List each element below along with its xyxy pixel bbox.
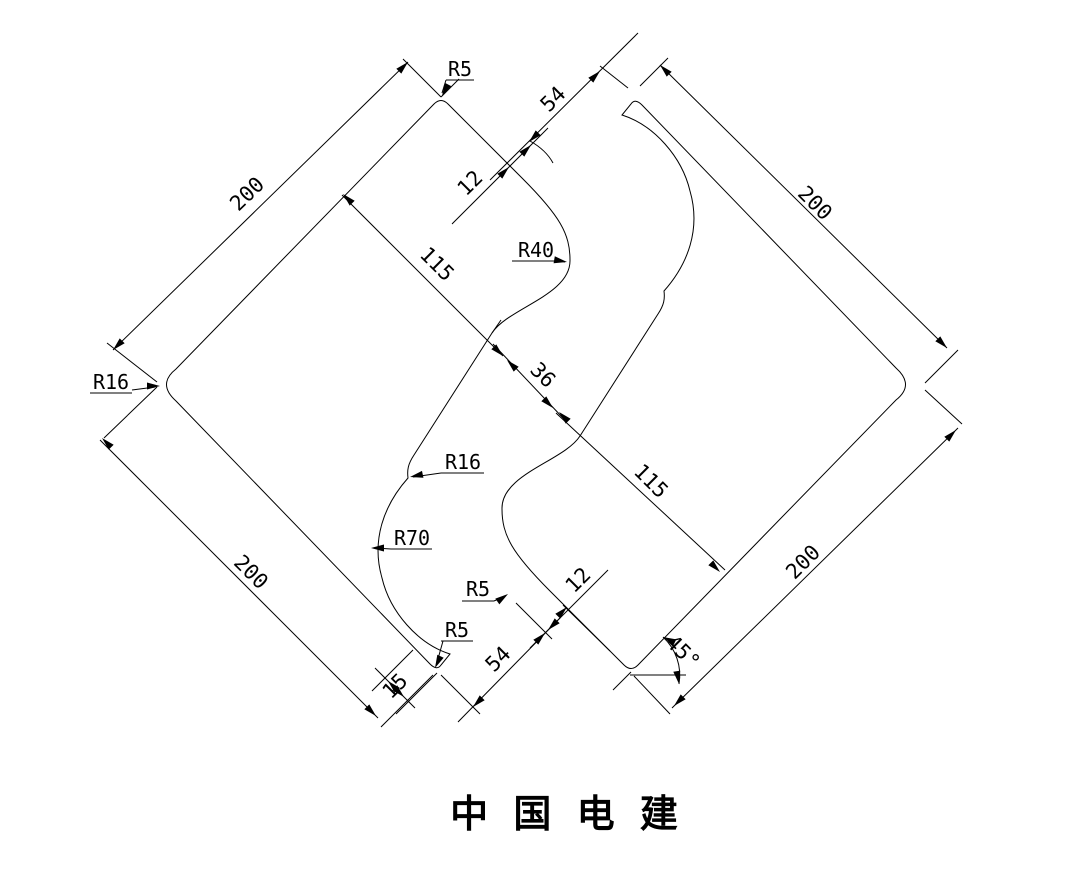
extension-lines — [103, 57, 963, 728]
dim-label-115-right: 115 — [629, 459, 673, 503]
dim-label-200-top-left: 200 — [225, 172, 269, 216]
dim-label-15-bottom: 15 — [378, 669, 413, 704]
radius-label-r5-middle: R5 — [466, 577, 490, 601]
angle-dimension-arc — [662, 636, 681, 685]
dim-label-200-top-right: 200 — [793, 181, 837, 225]
radius-label-r16-middle: R16 — [445, 450, 481, 474]
dim-200-bottom-right-line — [671, 427, 959, 709]
dim-label-115-left: 115 — [415, 242, 459, 286]
dim-label-200-bottom-left: 200 — [229, 550, 273, 594]
dimension-arrowheads — [99, 59, 959, 719]
leader-lines — [90, 79, 566, 667]
dim-54-top-line — [489, 32, 639, 181]
dim-200-top-left-line — [112, 61, 409, 351]
radius-label-r16-left: R16 — [93, 370, 129, 394]
dim-200-top-right-line — [659, 64, 948, 349]
dim-label-36-middle: 36 — [526, 358, 561, 393]
left-piece-outline — [166, 100, 571, 669]
dim-label-12-top: 12 — [453, 166, 488, 201]
radius-label-r5-bottom: R5 — [445, 618, 469, 642]
dim-label-200-bottom-right: 200 — [781, 540, 825, 584]
dimension-labels: 200 115 R5 12 54 200 115 200 45° 200 R16… — [93, 57, 837, 703]
dim-label-12-bottom: 12 — [561, 563, 596, 598]
radius-label-r40: R40 — [518, 238, 554, 262]
drawing-title: 中 国 电 建 — [450, 791, 684, 836]
radius-label-r70: R70 — [394, 526, 430, 550]
angle-label-45: 45° — [661, 630, 705, 674]
dim-200-bottom-left-line — [99, 439, 379, 719]
dim-115-right-line — [555, 412, 726, 571]
radius-label-r5-top: R5 — [448, 57, 472, 81]
dimension-lines — [99, 32, 959, 723]
dim-label-54-bottom: 54 — [481, 642, 516, 677]
dim-115-left-line — [341, 194, 504, 357]
dim-label-54-top: 54 — [536, 82, 571, 117]
